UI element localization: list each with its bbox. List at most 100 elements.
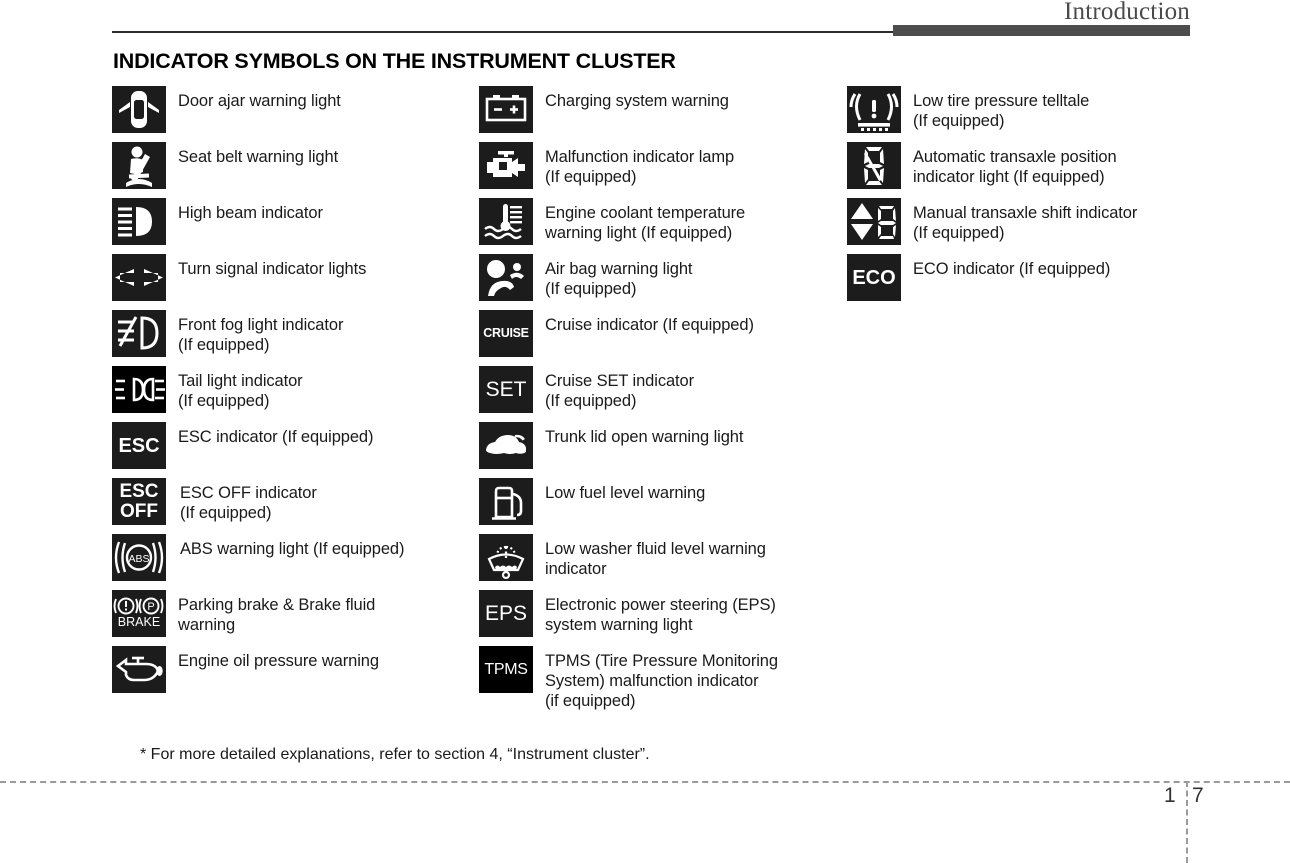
svg-text:BRAKE: BRAKE	[118, 615, 160, 629]
washer-fluid-icon	[479, 534, 533, 581]
list-item: Low tire pressure telltale (If equipped)	[847, 86, 1247, 133]
list-item: Front fog light indicator (If equipped)	[112, 310, 478, 357]
door-ajar-icon	[112, 86, 166, 133]
list-item: Charging system warning	[479, 86, 845, 133]
eco-glyph-text: ECO	[852, 266, 896, 289]
tpms-icon: TPMS	[479, 646, 533, 693]
list-item-label: Parking brake & Brake fluid warning	[178, 596, 376, 634]
list-item: P BRAKE Parking brake & Brake fluid warn…	[112, 590, 478, 637]
air-bag-icon	[479, 254, 533, 301]
footnote: * For more detailed explanations, refer …	[140, 746, 650, 763]
page-header: Introduction	[0, 0, 1290, 40]
list-item-label: ESC indicator (If equipped)	[178, 428, 374, 446]
list-item-label: Cruise SET indicator (If equipped)	[545, 372, 695, 410]
list-item-label: Front fog light indicator (If equipped)	[178, 316, 344, 354]
auto-transaxle-icon	[847, 142, 901, 189]
list-item-label: Low tire pressure telltale (If equipped)	[913, 92, 1090, 130]
list-item-label: Low fuel level warning	[545, 484, 706, 502]
battery-charging-icon	[479, 86, 533, 133]
low-fuel-icon	[479, 478, 533, 525]
header-rule-thick	[893, 25, 1190, 36]
list-item: Trunk lid open warning light	[479, 422, 845, 469]
list-item-label: Engine oil pressure warning	[178, 652, 379, 670]
page-number: 7	[1192, 784, 1204, 807]
list-item: SET Cruise SET indicator (If equipped)	[479, 366, 845, 413]
list-item: ESC OFF ESC OFF indicator (If equipped)	[112, 478, 478, 525]
page-title: INDICATOR SYMBOLS ON THE INSTRUMENT CLUS…	[113, 49, 676, 73]
list-item-label: High beam indicator	[178, 204, 323, 222]
chapter-number: 1	[1164, 784, 1176, 807]
list-item-label: Engine coolant temperature warning light…	[545, 204, 746, 242]
list-item-label: Door ajar warning light	[178, 92, 341, 110]
low-tire-pressure-icon	[847, 86, 901, 133]
indicator-column-2: Charging system warning Malfunction indi…	[479, 86, 845, 720]
list-item: Seat belt warning light	[112, 142, 478, 189]
list-item: ABS ABS warning light (If equipped)	[112, 534, 478, 581]
list-item: Air bag warning light (If equipped)	[479, 254, 845, 301]
list-item: Low washer fluid level warning indicator	[479, 534, 845, 581]
seat-belt-icon	[112, 142, 166, 189]
esc-glyph-text: ESC	[118, 434, 160, 457]
list-item: EPS Electronic power steering (EPS) syst…	[479, 590, 845, 637]
set-glyph-text: SET	[485, 378, 527, 401]
list-item: Low fuel level warning	[479, 478, 845, 525]
list-item: Turn signal indicator lights	[112, 254, 478, 301]
front-fog-light-icon	[112, 310, 166, 357]
abs-icon: ABS	[112, 534, 166, 581]
svg-text:P: P	[147, 601, 154, 613]
high-beam-icon	[112, 198, 166, 245]
list-item-label: Tail light indicator (If equipped)	[178, 372, 303, 410]
indicator-column-3: Low tire pressure telltale (If equipped)	[847, 86, 1247, 310]
list-item-label: Seat belt warning light	[178, 148, 339, 166]
list-item: Automatic transaxle position indicator l…	[847, 142, 1247, 189]
engine-oil-icon	[112, 646, 166, 693]
list-item: TPMS TPMS (Tire Pressure Monitoring Syst…	[479, 646, 845, 711]
list-item-label: Charging system warning	[545, 92, 729, 110]
list-item-label: Malfunction indicator lamp (If equipped)	[545, 148, 735, 186]
list-item: CRUISE Cruise indicator (If equipped)	[479, 310, 845, 357]
svg-text:ABS: ABS	[128, 553, 149, 565]
tail-light-icon	[112, 366, 166, 413]
list-item-label: Electronic power steering (EPS) system w…	[545, 596, 776, 634]
coolant-temperature-icon	[479, 198, 533, 245]
tpms-glyph-text: TPMS	[484, 660, 528, 678]
eps-glyph-text: EPS	[484, 602, 528, 625]
list-item-label: Air bag warning light (If equipped)	[545, 260, 693, 298]
list-item: Manual transaxle shift indicator (If equ…	[847, 198, 1247, 245]
list-item: Tail light indicator (If equipped)	[112, 366, 478, 413]
footer-divider	[0, 781, 1290, 783]
list-item: Door ajar warning light	[112, 86, 478, 133]
list-item-label: Automatic transaxle position indicator l…	[913, 148, 1117, 186]
footer-vertical-divider	[1186, 781, 1188, 863]
eps-icon: EPS	[479, 590, 533, 637]
list-item: Engine coolant temperature warning light…	[479, 198, 845, 245]
list-item-label: Turn signal indicator lights	[178, 260, 367, 278]
esc-off-line1: ESC	[119, 481, 159, 502]
check-engine-icon	[479, 142, 533, 189]
trunk-open-icon	[479, 422, 533, 469]
cruise-icon: CRUISE	[479, 310, 533, 357]
list-item: ECO ECO indicator (If equipped)	[847, 254, 1247, 301]
cruise-glyph-text: CRUISE	[483, 326, 529, 341]
list-item-label: Cruise indicator (If equipped)	[545, 316, 754, 334]
indicator-column-1: Door ajar warning light Seat belt warnin…	[112, 86, 478, 702]
list-item-label: ABS warning light (If equipped)	[180, 540, 405, 558]
list-item-label: TPMS (Tire Pressure Monitoring System) m…	[545, 652, 778, 710]
list-item-label: ECO indicator (If equipped)	[913, 260, 1111, 278]
list-item: Malfunction indicator lamp (If equipped)	[479, 142, 845, 189]
esc-off-glyph-text: ESC OFF	[112, 478, 166, 525]
list-item-label: ESC OFF indicator (If equipped)	[180, 484, 317, 522]
turn-signal-icon	[112, 254, 166, 301]
list-item-label: Low washer fluid level warning indicator	[545, 540, 766, 578]
cruise-set-icon: SET	[479, 366, 533, 413]
manual-transaxle-icon	[847, 198, 901, 245]
esc-icon: ESC	[112, 422, 166, 469]
header-title: Introduction	[1064, 0, 1190, 25]
parking-brake-icon: P BRAKE	[112, 590, 166, 637]
list-item: Engine oil pressure warning	[112, 646, 478, 693]
list-item: High beam indicator	[112, 198, 478, 245]
list-item-label: Trunk lid open warning light	[545, 428, 744, 446]
header-rule-thin	[112, 31, 898, 33]
esc-off-line2: OFF	[120, 501, 158, 522]
list-item-label: Manual transaxle shift indicator (If equ…	[913, 204, 1138, 242]
